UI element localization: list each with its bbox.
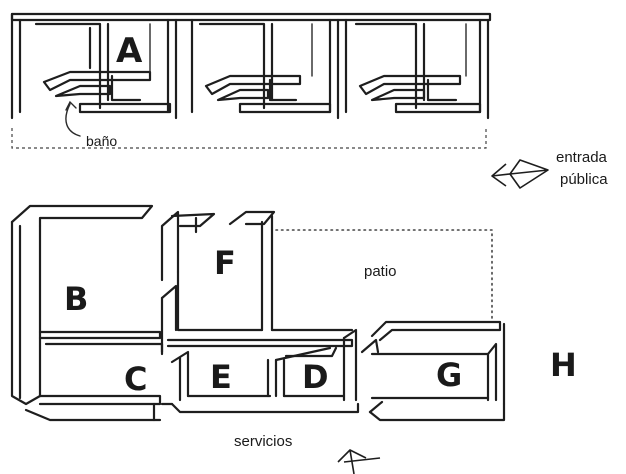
corridor-boundary	[11, 128, 487, 149]
zone-label-h: H	[550, 346, 577, 384]
servicios-label: servicios	[234, 433, 292, 450]
module-row-a	[10, 12, 492, 120]
lower-floor-plan	[10, 204, 506, 422]
patio-label: patio	[364, 263, 397, 280]
zone-label-g: G	[436, 356, 462, 394]
publica-label: pública	[560, 171, 608, 188]
bano-pointer	[65, 103, 81, 137]
patio-boundary	[275, 229, 493, 323]
zone-label-c: C	[124, 360, 147, 398]
arrow-left-icon	[491, 159, 549, 189]
zone-label-d: D	[302, 358, 329, 396]
arrow-up-icon	[337, 449, 381, 474]
zone-label-e: E	[210, 358, 232, 396]
zone-label-f: F	[214, 244, 236, 282]
zone-label-b: B	[64, 280, 88, 318]
entrada-label: entrada	[556, 149, 608, 166]
bano-label: baño	[86, 133, 117, 149]
zone-label-a: A	[116, 31, 143, 71]
